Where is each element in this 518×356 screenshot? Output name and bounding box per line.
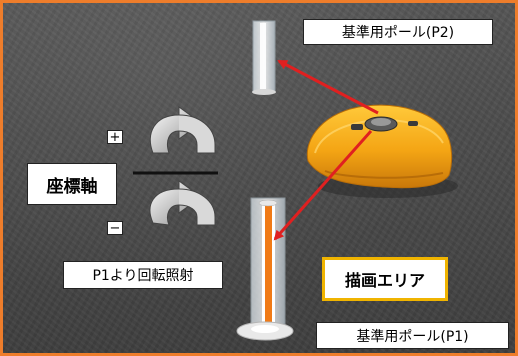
reference-pole-p2 [252,20,276,95]
arrow-to-p2 [277,59,379,115]
coordinate-axis-label: 座標軸 [27,163,117,205]
drawing-area-label: 描画エリア [322,257,448,301]
plus-sign: + [107,130,123,144]
rotation-negative-icon [149,180,216,226]
minus-sign: − [107,221,123,235]
rotation-irradiation-label: P1より回転照射 [63,261,223,289]
reference-pole-p1 [236,197,294,341]
reference-pole-p1-label: 基準用ポール(P1) [316,322,509,349]
reference-pole-p2-label: 基準用ポール(P2) [303,19,493,45]
marking-robot [306,104,458,198]
rotation-positive-icon [149,106,216,154]
scene-illustration [133,20,458,341]
arrow-to-p1 [273,130,373,241]
